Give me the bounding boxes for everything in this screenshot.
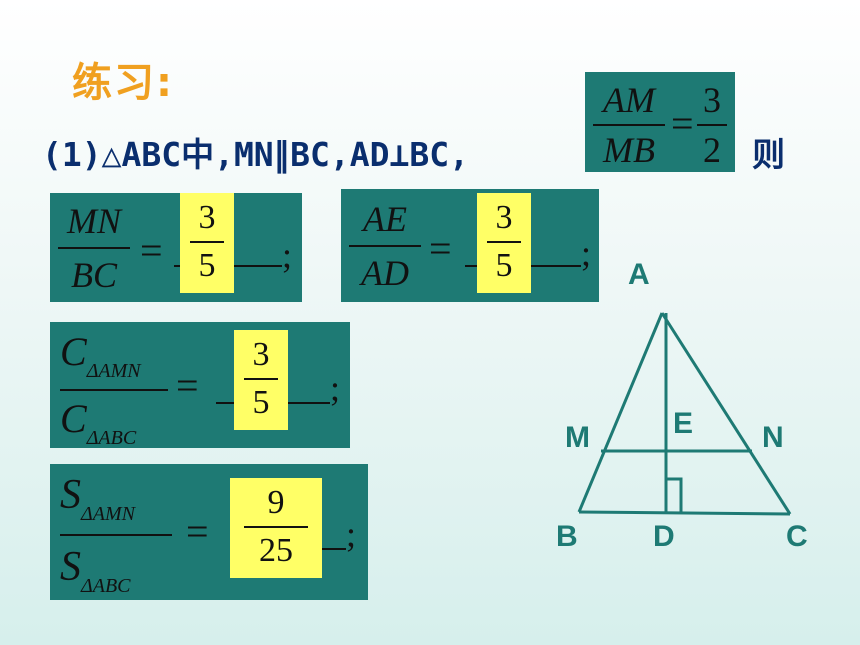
equals-sign: =: [186, 509, 209, 554]
equals-sign: =: [140, 228, 163, 273]
equals-sign: =: [176, 363, 199, 408]
fraction-ae-ad: AE AD: [349, 201, 421, 291]
side-ac: [660, 312, 792, 515]
exercise-title: 练习:: [72, 60, 174, 106]
label-b: B: [556, 520, 578, 553]
equals-sign: =: [429, 226, 452, 271]
fraction-mn-bc: MN BC: [58, 203, 130, 293]
answer-3-5: 3 5: [234, 330, 288, 430]
then-label: 则: [752, 135, 785, 174]
fraction-area: SΔAMN SΔABC: [60, 474, 172, 596]
side-ab: [577, 312, 664, 513]
right-angle-mark: [666, 477, 683, 513]
answer-9-25: 9 25: [230, 478, 322, 578]
ratio-box-ae-ad: AE AD = ; 3 5: [341, 189, 599, 302]
label-e: E: [673, 407, 693, 440]
answer-3-5: 3 5: [477, 193, 531, 293]
label-n: N: [762, 421, 784, 454]
label-a: A: [628, 258, 650, 291]
given-numerator: AM: [603, 80, 655, 120]
ratio-box-perimeter: CΔAMN CΔABC = ; 3 5: [50, 322, 350, 448]
label-d: D: [653, 520, 675, 553]
given-value: 3 2: [697, 82, 727, 168]
given-ratio-box: AM MB = 3 2: [585, 72, 735, 172]
fraction-perimeter: CΔAMN CΔABC: [60, 332, 168, 448]
label-c: C: [786, 520, 808, 553]
ratio-box-mn-bc: MN BC = ; 3 5: [50, 193, 302, 302]
problem-statement: (1)△ABC中,MN∥BC,AD⊥BC,: [42, 135, 469, 174]
given-equals: =: [671, 101, 694, 146]
given-fraction: AM MB: [593, 82, 665, 168]
answer-3-5: 3 5: [180, 193, 234, 293]
given-denominator: MB: [603, 130, 655, 170]
label-m: M: [565, 421, 590, 454]
side-bc: [578, 510, 791, 516]
ratio-box-area: SΔAMN SΔABC = ; 9 25: [50, 464, 368, 600]
